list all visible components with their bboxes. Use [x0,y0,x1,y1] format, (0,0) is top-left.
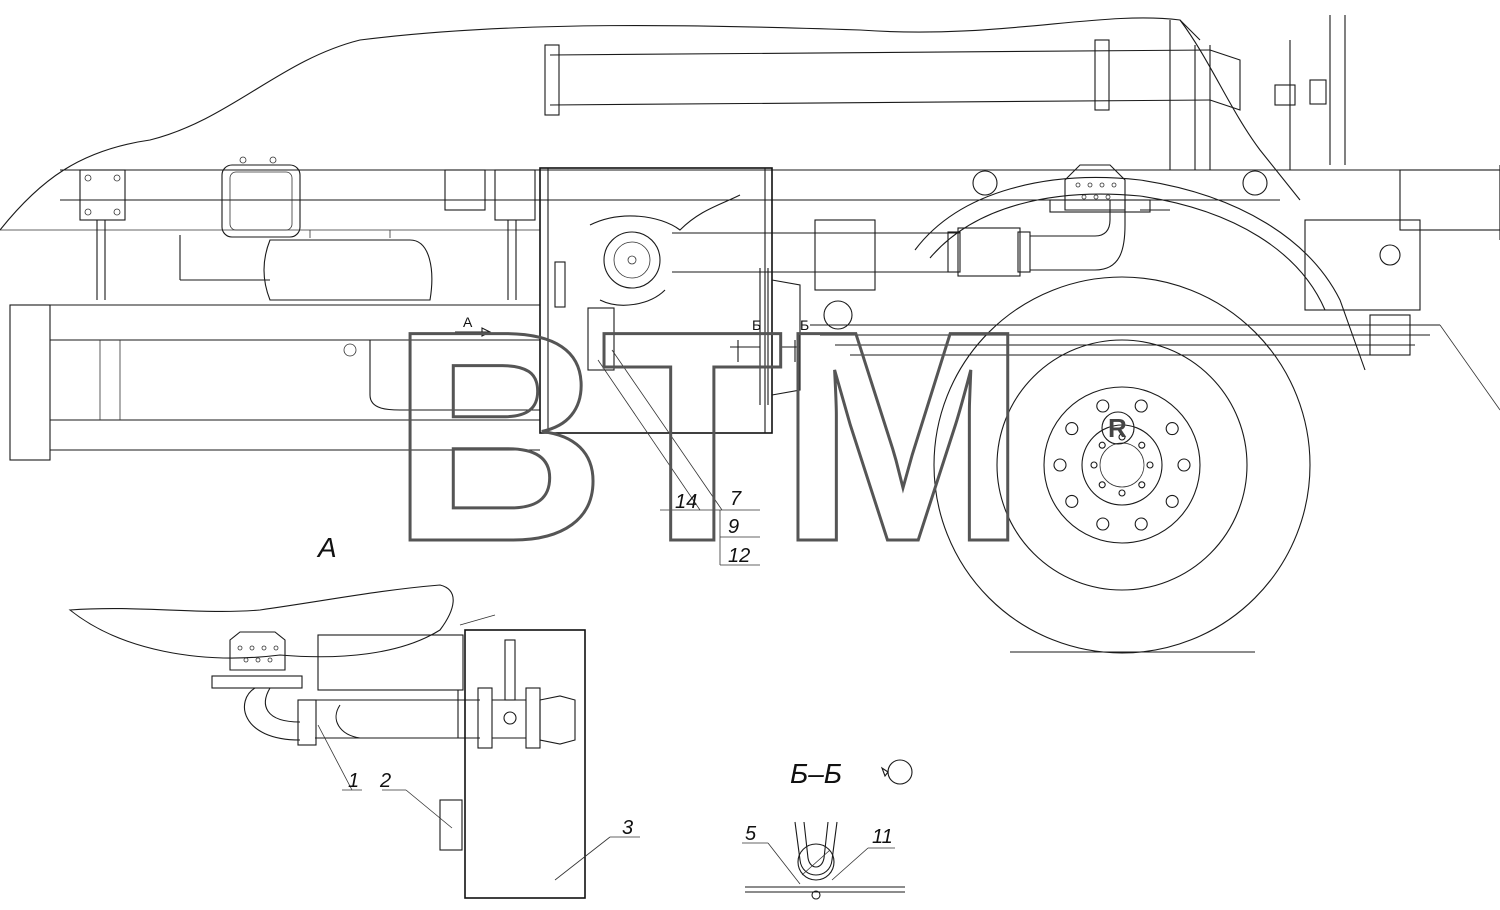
wheel-bolt [1146,461,1154,469]
tank-body [0,17,1500,240]
hose-cabinet [539,167,801,434]
callout-14: 14 [675,491,697,513]
wheel-bolt [1098,481,1106,489]
view-a-title: А [316,532,337,563]
callout-11: 11 [872,826,893,848]
section-bb [742,759,913,900]
wheel-bolt [1118,489,1126,497]
callout-9: 9 [728,516,739,538]
wheel-bolt [1138,481,1146,489]
wheel-bolt [1134,517,1148,531]
wheel-arch [914,177,1366,371]
callout-1: 1 [348,770,359,792]
wheel-bolts [1053,399,1191,531]
callout-2: 2 [379,770,391,792]
leaders-main [597,349,760,566]
wheel-bolt [1096,517,1110,531]
registered-mark-circle [1101,411,1135,445]
callout-7: 7 [730,488,742,510]
section-bb-title: Б–Б [790,758,842,789]
callout-3: 3 [622,817,633,839]
watermark-text: BTM [390,268,1022,604]
leaf-spring [810,324,1500,411]
wheel-bolt [1065,422,1079,436]
wheel-bolt [1165,422,1179,436]
top-pipe [544,39,1241,116]
arrow-a-label: А [463,314,473,330]
section-arrows [455,327,800,362]
filter-cap [972,164,1268,213]
wheel-bolt [1138,441,1146,449]
callout-12: 12 [728,545,750,567]
wheel-bolt [1165,494,1179,508]
view-a [68,584,640,899]
wheel-bolt [1096,399,1110,413]
callout-5: 5 [745,823,757,845]
wheel-bolt [1053,458,1067,472]
watermark: BTM R [389,267,1135,606]
rear-structure [1169,15,1500,356]
wheel-bolt [1090,461,1098,469]
wheel-bolt [1118,433,1126,441]
wheel [933,276,1311,654]
tool-box [221,156,301,238]
arrow-b-left-label: Б [752,317,761,333]
frame-brackets [79,169,536,300]
wheel-bolt [1098,441,1106,449]
wheel-bolt [1065,494,1079,508]
discharge-pipe [672,200,1126,330]
registered-mark-letter: R [1108,413,1127,443]
wheel-bolt [1134,399,1148,413]
frame-rail [9,304,540,461]
air-tank [179,230,433,301]
arrow-b-right-label: Б [800,317,809,333]
wheel-bolt [1177,458,1191,472]
